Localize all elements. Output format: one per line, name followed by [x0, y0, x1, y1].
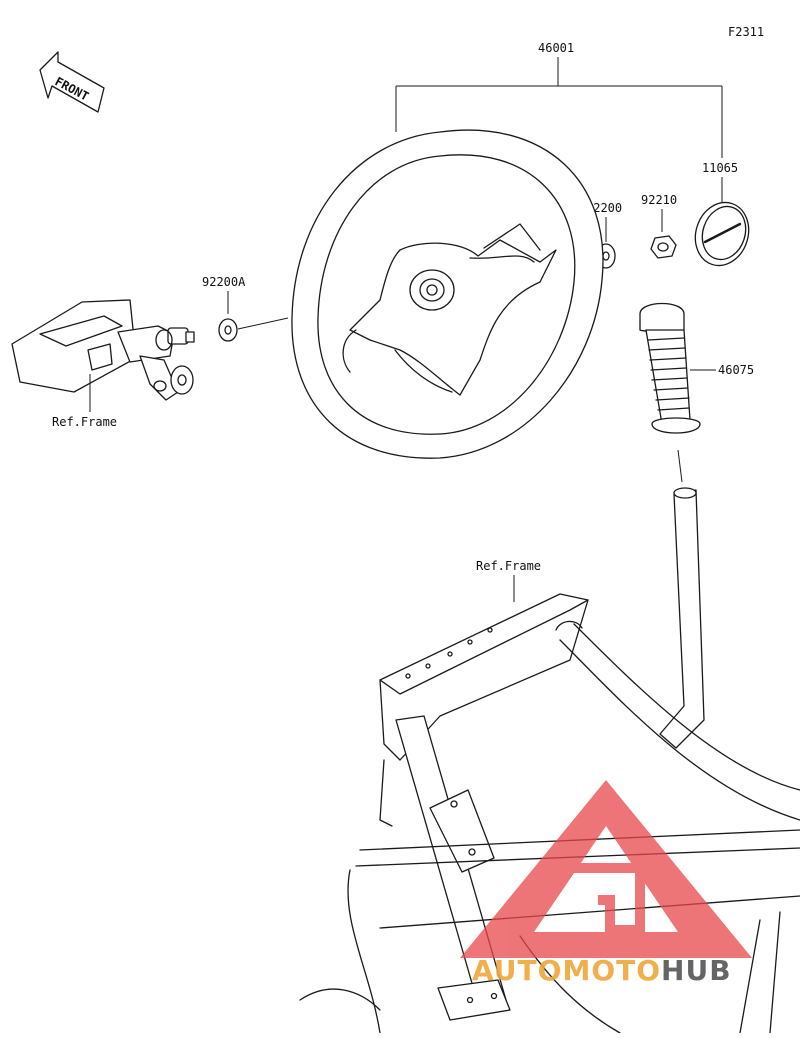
steering-column-mount: Ref.Frame [11, 299, 195, 429]
lower-frame [299, 487, 800, 1034]
grip-part: 46075 [639, 302, 754, 483]
part-92200A-label: 92200A [202, 275, 246, 289]
part-46075-label: 46075 [718, 363, 754, 377]
watermark-hub: HUB [661, 954, 732, 987]
figure-code: F2311 [728, 25, 764, 39]
part-11065-label: 11065 [702, 161, 738, 175]
watermark-logo [460, 780, 752, 958]
washer-a-part: 92200A [202, 275, 289, 342]
ref-frame-label-top: Ref.Frame [476, 559, 541, 573]
svg-text:AUTOMOTOHUB: AUTOMOTOHUB [472, 954, 732, 987]
part-46001-label: 46001 [538, 41, 574, 55]
steering-wheel-callout: 46001 [395, 41, 723, 158]
front-arrow-icon: FRONT [39, 51, 105, 113]
ref-frame-label-left: Ref.Frame [52, 415, 117, 429]
nut-part: 92210 [641, 193, 677, 259]
watermark-moto: MOTO [562, 954, 661, 987]
emblem-part: 11065 [694, 161, 750, 267]
ref-frame-callout-top: Ref.Frame [476, 559, 541, 602]
watermark-text: AUTOMOTOHUB [472, 954, 732, 987]
steering-wheel-part [291, 129, 604, 459]
watermark-auto: AUTO [472, 954, 562, 987]
part-92210-label: 92210 [641, 193, 677, 207]
watermark-triangle-icon [460, 780, 752, 958]
